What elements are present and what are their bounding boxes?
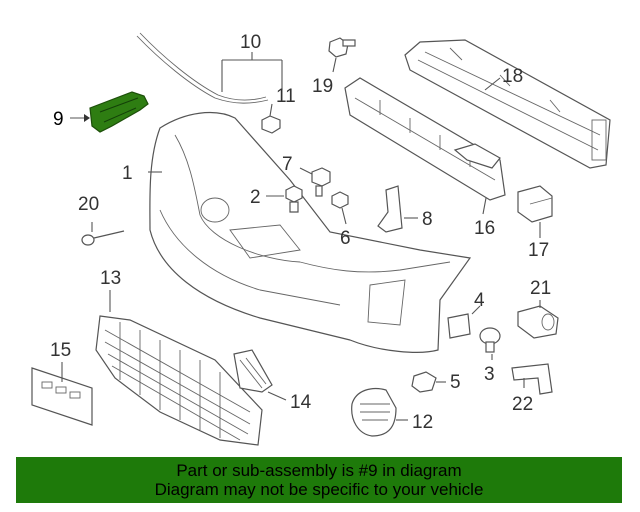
callout-10-leader <box>221 52 283 92</box>
part-1-bumper-cover <box>148 111 472 353</box>
callout-3: 3 <box>484 364 495 385</box>
part-3-sensor <box>479 327 501 360</box>
footer-line-2: Diagram may not be specific to your vehi… <box>154 480 484 499</box>
part-17-bracket <box>517 185 553 238</box>
part-15-license-bracket <box>31 362 93 426</box>
footer-line-1: Part or sub-assembly is #9 in diagram <box>176 461 462 480</box>
part-6-bolt <box>331 191 349 225</box>
callout-12: 12 <box>412 412 433 433</box>
part-19-bolt <box>328 37 356 73</box>
callout-16: 16 <box>474 218 495 239</box>
part-10-molding <box>136 32 269 104</box>
callout-5: 5 <box>450 372 461 393</box>
part-21-sensor <box>517 300 559 339</box>
callout-18: 18 <box>502 66 523 87</box>
footer-banner: Part or sub-assembly is #9 in diagram Di… <box>16 457 622 503</box>
part-22-bracket <box>511 363 553 395</box>
callout-13: 13 <box>100 268 121 289</box>
part-9-retainer <box>70 91 149 133</box>
callout-14: 14 <box>290 392 312 413</box>
part-2-clip <box>266 185 303 213</box>
callout-9: 9 <box>53 109 64 130</box>
callout-19: 19 <box>312 76 333 97</box>
callout-21: 21 <box>530 278 551 299</box>
part-14-fog-cover <box>233 349 287 401</box>
callout-20: 20 <box>78 194 99 215</box>
callout-6: 6 <box>340 228 351 249</box>
part-5-clip <box>411 371 446 393</box>
part-11-clip <box>261 103 281 134</box>
part-12-fog-bezel <box>351 387 408 437</box>
callout-22: 22 <box>512 394 533 415</box>
callout-7: 7 <box>282 154 293 175</box>
callout-11: 11 <box>276 86 296 107</box>
part-7-bolt <box>299 167 331 197</box>
part-20-bolt <box>81 222 125 246</box>
part-13-grille <box>95 290 263 446</box>
callout-17: 17 <box>528 240 549 261</box>
callout-10: 10 <box>240 32 261 53</box>
part-16-absorber <box>344 77 506 215</box>
part-9-shape <box>89 91 149 133</box>
callout-15: 15 <box>50 340 71 361</box>
callout-8: 8 <box>422 209 433 230</box>
callout-4: 4 <box>474 290 485 311</box>
callout-2: 2 <box>250 187 261 208</box>
parts-diagram: 10 11 19 18 16 17 <box>31 32 611 446</box>
part-4-bracket <box>447 305 481 339</box>
callout-1: 1 <box>122 163 133 184</box>
part-8-bracket <box>377 185 418 233</box>
part-18-reinforcement <box>404 39 611 169</box>
